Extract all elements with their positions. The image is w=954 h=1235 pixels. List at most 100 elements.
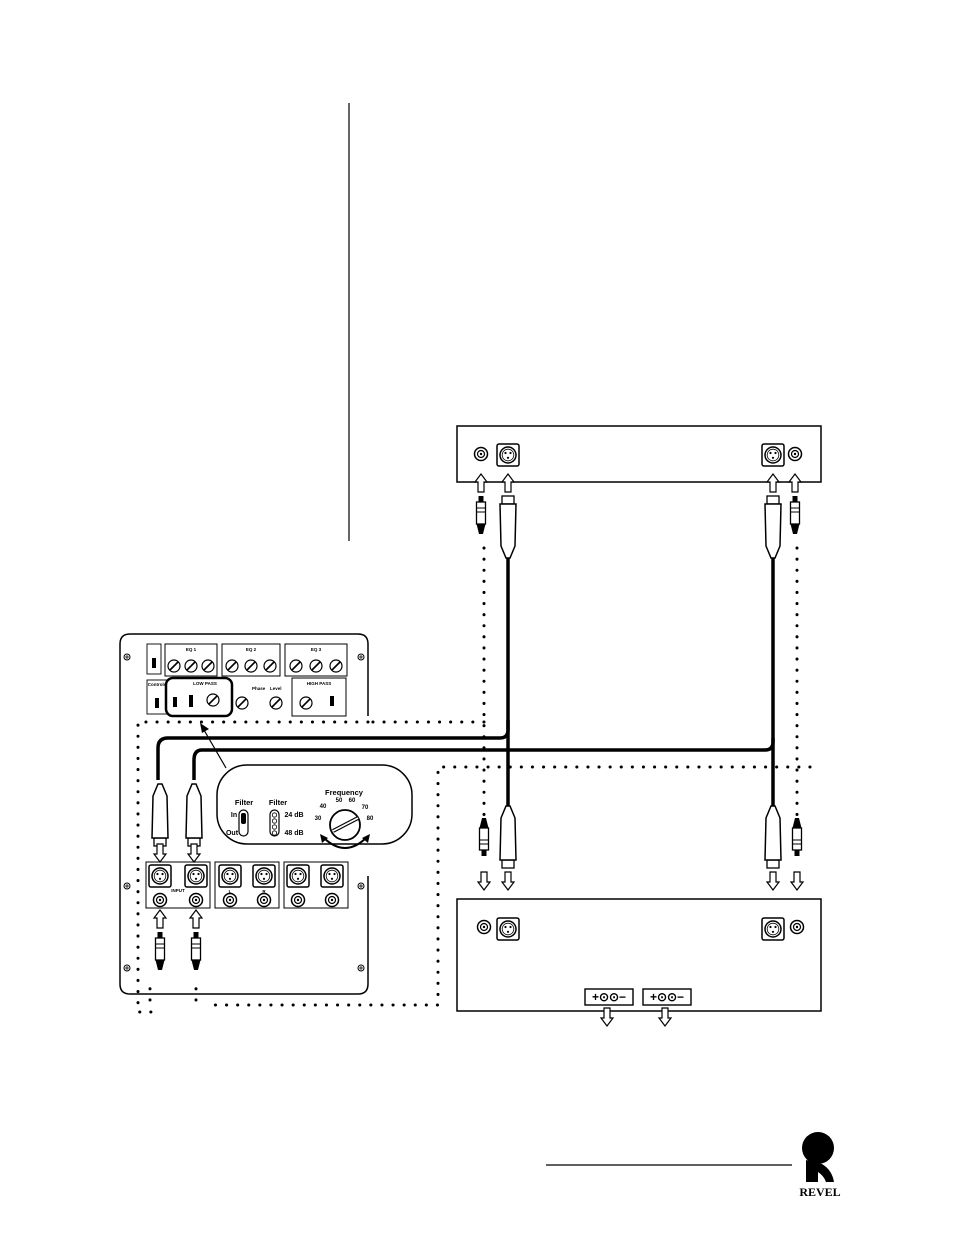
svg-text:80: 80 bbox=[367, 816, 374, 822]
speaker-terminal-right: +⊙⊙− bbox=[642, 988, 692, 1006]
screw-icon bbox=[123, 964, 131, 972]
arrow-down-icon bbox=[477, 871, 491, 891]
eq3-bandwidth-knob[interactable] bbox=[309, 659, 323, 673]
hp-rca-output-right bbox=[324, 892, 340, 908]
svg-text:L: L bbox=[229, 889, 232, 894]
hp-xlr-output-right bbox=[320, 864, 344, 888]
high-pass-knob[interactable] bbox=[299, 696, 313, 710]
preamp-rca-out-right bbox=[787, 446, 803, 462]
svg-text:50: 50 bbox=[336, 798, 343, 804]
eq3-level-knob[interactable] bbox=[329, 659, 343, 673]
svg-text:40: 40 bbox=[320, 804, 327, 810]
low-pass-section-highlight: LOW PASS bbox=[164, 676, 234, 718]
svg-text:INPUT: INPUT bbox=[171, 888, 185, 893]
screw-icon bbox=[357, 653, 365, 661]
xlr-plug-icon bbox=[764, 495, 782, 559]
revel-logo: REVEL bbox=[799, 1132, 841, 1199]
svg-text:Filter: Filter bbox=[235, 798, 253, 807]
svg-text:LOW PASS: LOW PASS bbox=[193, 681, 217, 686]
hp-rca-output-left bbox=[290, 892, 306, 908]
eq1-level-knob[interactable] bbox=[201, 659, 215, 673]
svg-text:60: 60 bbox=[349, 798, 356, 804]
rca-plug-icon bbox=[789, 495, 801, 535]
sub-xlr-input-left bbox=[148, 864, 172, 888]
sub-xlr-output-left bbox=[218, 864, 242, 888]
eq1-frequency-knob[interactable] bbox=[167, 659, 181, 673]
svg-text:30: 30 bbox=[315, 816, 322, 822]
hp-xlr-output-left bbox=[286, 864, 310, 888]
xlr-plug-icon bbox=[499, 495, 517, 559]
arrow-down-icon bbox=[766, 871, 780, 891]
svg-text:Out: Out bbox=[226, 830, 239, 837]
arrow-up-icon bbox=[153, 909, 167, 929]
eq2-bandwidth-knob[interactable] bbox=[244, 659, 258, 673]
eq2-level-knob[interactable] bbox=[263, 659, 277, 673]
sub-rca-input-left bbox=[152, 892, 168, 908]
filter-slope-switch[interactable] bbox=[269, 809, 280, 837]
svg-text:EQ 2: EQ 2 bbox=[246, 647, 257, 652]
eq2-frequency-knob[interactable] bbox=[225, 659, 239, 673]
rca-plug-icon bbox=[475, 495, 487, 535]
svg-text:Level: Level bbox=[270, 686, 282, 691]
level-knob[interactable] bbox=[269, 696, 283, 710]
screw-icon bbox=[357, 964, 365, 972]
svg-text:Frequency: Frequency bbox=[325, 788, 364, 797]
eq-section-2: EQ 2 bbox=[221, 643, 281, 677]
eq-section-1: EQ 1 bbox=[164, 643, 218, 677]
rca-plug-icon bbox=[190, 931, 202, 971]
xlr-plug-icon bbox=[185, 783, 203, 847]
screw-icon bbox=[123, 882, 131, 890]
svg-text:48 dB: 48 dB bbox=[284, 830, 303, 837]
svg-text:EQ 3: EQ 3 bbox=[311, 647, 322, 652]
high-pass-section: HIGH PASS bbox=[291, 677, 347, 717]
svg-text:24 dB: 24 dB bbox=[284, 812, 303, 819]
amp-rca-in-left bbox=[476, 919, 492, 935]
preamp-unit bbox=[456, 425, 822, 483]
svg-text:+⊙⊙−: +⊙⊙− bbox=[650, 990, 684, 1004]
arrow-down-icon bbox=[790, 871, 804, 891]
unbalanced-cables bbox=[136, 546, 812, 1014]
screw-icon bbox=[357, 882, 365, 890]
arrow-down-icon bbox=[153, 843, 167, 863]
svg-text:Phase: Phase bbox=[252, 686, 266, 691]
sub-rca-input-right bbox=[188, 892, 204, 908]
rca-plug-icon bbox=[791, 817, 803, 857]
sub-rca-output-right bbox=[256, 892, 272, 908]
phase-knob[interactable] bbox=[235, 696, 249, 710]
xlr-plug-icon bbox=[764, 805, 782, 869]
sub-xlr-input-right bbox=[184, 864, 208, 888]
svg-text:+⊙⊙−: +⊙⊙− bbox=[592, 990, 626, 1004]
amp-xlr-in-right bbox=[761, 917, 785, 941]
sub-highpass-output-section bbox=[283, 861, 349, 909]
xlr-plug-icon bbox=[151, 783, 169, 847]
arrow-up-icon bbox=[189, 909, 203, 929]
sub-input-section: INPUT bbox=[145, 861, 211, 909]
arrow-down-icon bbox=[187, 843, 201, 863]
frequency-knob[interactable] bbox=[329, 809, 361, 841]
svg-text:R: R bbox=[262, 889, 266, 894]
callout-arrow bbox=[200, 723, 227, 769]
svg-text:HIGH PASS: HIGH PASS bbox=[307, 681, 331, 686]
xlr-plug-icon bbox=[499, 805, 517, 869]
eq-section-3: EQ 3 bbox=[284, 643, 348, 677]
rotate-arrow-icon bbox=[320, 834, 370, 849]
eq1-bandwidth-knob[interactable] bbox=[184, 659, 198, 673]
svg-text:Filter: Filter bbox=[269, 798, 287, 807]
low-pass-frequency-knob[interactable] bbox=[206, 693, 220, 707]
speaker-terminal-left: +⊙⊙− bbox=[584, 988, 634, 1006]
svg-text:EQ 1: EQ 1 bbox=[186, 647, 197, 652]
svg-text:REVEL: REVEL bbox=[799, 1185, 840, 1199]
low-pass-inset: Filter In Out Filter 24 dB 48 dB Frequen… bbox=[216, 764, 413, 849]
sub-xlr-output-right bbox=[252, 864, 276, 888]
svg-text:Controls: Controls bbox=[148, 682, 167, 687]
preamp-xlr-out-left bbox=[496, 443, 520, 467]
arrow-down-icon bbox=[501, 871, 515, 891]
rca-plug-icon bbox=[478, 817, 490, 857]
filter-in-out-switch[interactable] bbox=[238, 809, 249, 837]
sub-rca-output-left bbox=[222, 892, 238, 908]
rca-plug-icon bbox=[154, 931, 166, 971]
eq3-frequency-knob[interactable] bbox=[289, 659, 303, 673]
balanced-cables bbox=[156, 558, 775, 812]
power-amplifier: +⊙⊙− +⊙⊙− bbox=[456, 898, 822, 1012]
